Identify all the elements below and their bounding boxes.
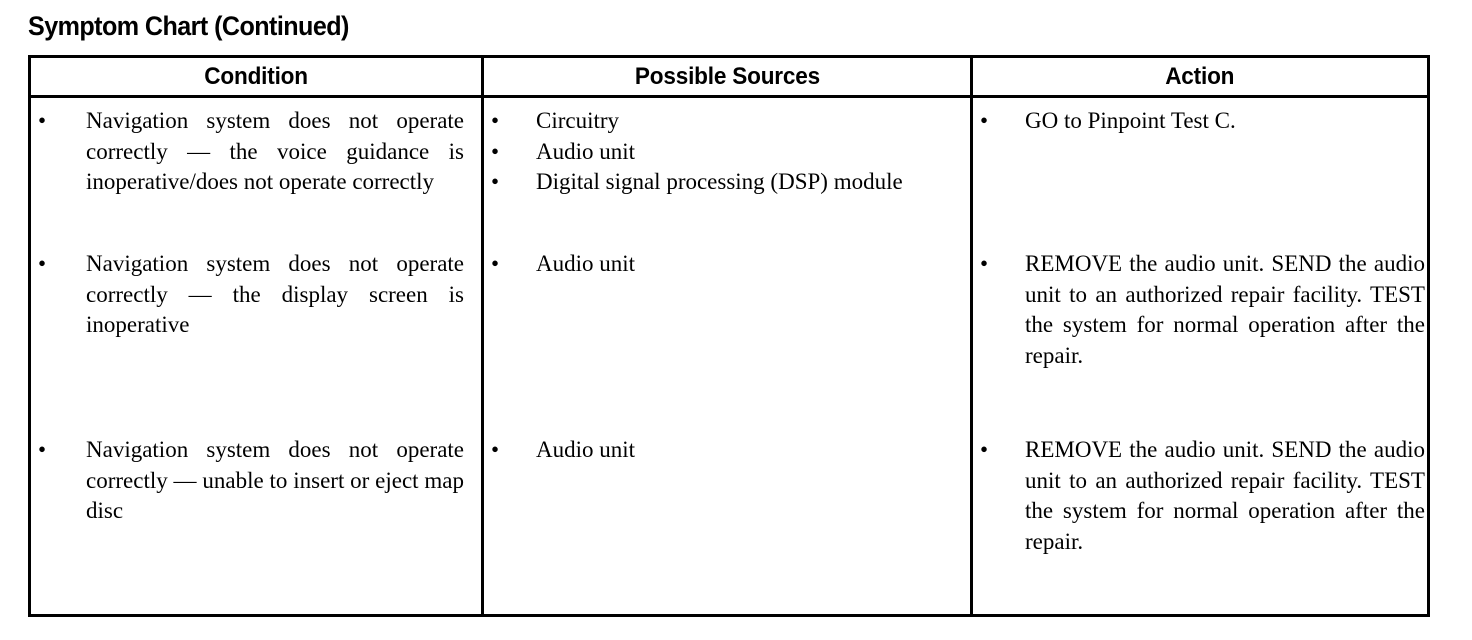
- list-item: • Audio unit: [484, 249, 970, 280]
- cell-action: • REMOVE the audio unit. SEND the audio …: [970, 241, 1429, 428]
- bullet-list: • Audio unit: [484, 249, 970, 280]
- bullet-list: • Navigation system does not operate cor…: [31, 435, 481, 527]
- bullet-icon: •: [38, 251, 47, 277]
- list-item: • Circuitry: [484, 106, 970, 137]
- bullet-icon: •: [38, 108, 47, 133]
- table-row: • Navigation system does not operate cor…: [29, 427, 1429, 616]
- list-item-text: REMOVE the audio unit. SEND the audio un…: [1025, 251, 1425, 368]
- list-item: • Navigation system does not operate cor…: [31, 435, 481, 527]
- table-row: • Navigation system does not operate cor…: [29, 241, 1429, 428]
- column-header-possible-sources: Possible Sources: [481, 56, 972, 98]
- column-header-action: Action: [970, 56, 1429, 98]
- table-header-row: Condition Possible Sources Action: [29, 56, 1429, 98]
- bullet-list: • Circuitry • Audio unit • Digital signa…: [484, 106, 970, 198]
- cell-condition: • Navigation system does not operate cor…: [29, 427, 483, 616]
- list-item: • REMOVE the audio unit. SEND the audio …: [973, 249, 1427, 371]
- bullet-list: • GO to Pinpoint Test C.: [973, 106, 1427, 137]
- bullet-icon: •: [491, 108, 500, 133]
- list-item-text: Navigation system does not operate corre…: [86, 108, 464, 194]
- list-item-text: GO to Pinpoint Test C.: [1025, 108, 1236, 133]
- column-header-condition-label: Condition: [204, 62, 308, 90]
- list-item-text: Navigation system does not operate corre…: [86, 251, 464, 338]
- list-item: • Navigation system does not operate cor…: [31, 106, 481, 198]
- bullet-list: • Audio unit: [484, 435, 970, 466]
- list-item: • Audio unit: [484, 137, 970, 168]
- bullet-list: • REMOVE the audio unit. SEND the audio …: [973, 249, 1427, 371]
- list-item: • REMOVE the audio unit. SEND the audio …: [973, 435, 1427, 557]
- bullet-list: • Navigation system does not operate cor…: [31, 106, 481, 198]
- list-item-text: Navigation system does not operate corre…: [86, 437, 464, 524]
- cell-condition: • Navigation system does not operate cor…: [29, 96, 483, 242]
- bullet-icon: •: [491, 437, 500, 463]
- bullet-icon: •: [980, 108, 989, 133]
- list-item-text: Audio unit: [536, 437, 636, 463]
- bullet-icon: •: [491, 169, 500, 194]
- column-header-possible-sources-label: Possible Sources: [634, 62, 820, 90]
- symptom-chart-table: Condition Possible Sources Action • Navi…: [28, 55, 1430, 617]
- list-item-text: Circuitry: [536, 108, 620, 133]
- cell-condition: • Navigation system does not operate cor…: [29, 241, 483, 428]
- cell-possible-sources: • Audio unit: [481, 241, 972, 428]
- bullet-icon: •: [980, 437, 989, 463]
- cell-possible-sources: • Audio unit: [481, 427, 972, 616]
- list-item-text: REMOVE the audio unit. SEND the audio un…: [1025, 437, 1425, 554]
- bullet-icon: •: [491, 251, 500, 277]
- list-item-text: Audio unit: [536, 138, 636, 164]
- bullet-icon: •: [980, 251, 989, 277]
- page-title: Symptom Chart (Continued): [28, 11, 349, 41]
- table-row: • Navigation system does not operate cor…: [29, 96, 1429, 242]
- list-item-text: Audio unit: [536, 251, 636, 277]
- bullet-icon: •: [38, 437, 47, 463]
- list-item: • Navigation system does not operate cor…: [31, 249, 481, 341]
- column-header-action-label: Action: [1165, 62, 1235, 90]
- cell-action: • REMOVE the audio unit. SEND the audio …: [970, 427, 1429, 616]
- bullet-list: • REMOVE the audio unit. SEND the audio …: [973, 435, 1427, 557]
- bullet-icon: •: [491, 138, 500, 164]
- bullet-list: • Navigation system does not operate cor…: [31, 249, 481, 341]
- list-item-text: Digital signal processing (DSP) module: [536, 169, 903, 194]
- list-item: • Audio unit: [484, 435, 970, 466]
- list-item: • GO to Pinpoint Test C.: [973, 106, 1427, 137]
- cell-action: • GO to Pinpoint Test C.: [970, 96, 1429, 242]
- column-header-condition: Condition: [29, 56, 483, 98]
- list-item: • Digital signal processing (DSP) module: [484, 167, 970, 198]
- cell-possible-sources: • Circuitry • Audio unit • Digital signa…: [481, 96, 972, 242]
